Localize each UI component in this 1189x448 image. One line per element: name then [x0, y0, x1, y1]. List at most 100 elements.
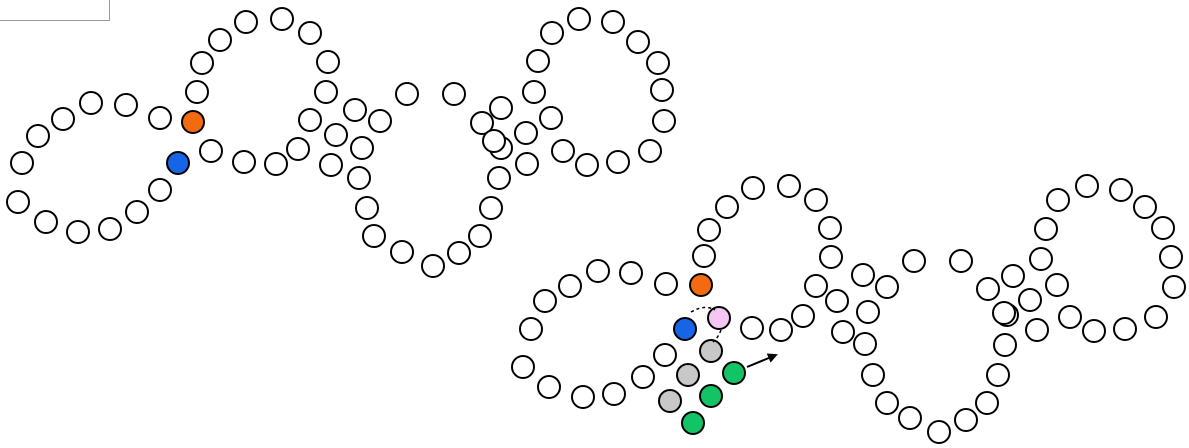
bead — [80, 92, 102, 114]
bead — [819, 217, 841, 239]
bead — [792, 305, 814, 327]
bead — [527, 50, 549, 72]
bead — [857, 301, 879, 323]
bead — [587, 260, 609, 282]
bead — [299, 109, 321, 131]
bead — [778, 175, 800, 197]
pink-bead — [708, 307, 730, 329]
bead — [651, 79, 673, 101]
bead — [632, 366, 654, 388]
bead — [369, 110, 391, 132]
bead — [356, 197, 378, 219]
bead — [448, 242, 470, 264]
bead — [200, 140, 222, 162]
bead — [976, 392, 998, 414]
bead — [742, 177, 764, 199]
bead — [620, 262, 642, 284]
bead — [572, 386, 594, 408]
bead — [396, 83, 418, 105]
bead — [603, 383, 625, 405]
bead — [876, 392, 898, 414]
bead — [647, 52, 669, 74]
bead — [627, 31, 649, 53]
bead — [876, 276, 898, 298]
bead — [653, 110, 675, 132]
gray-bead — [700, 340, 722, 362]
bead — [299, 22, 321, 44]
bead — [903, 250, 925, 272]
bead — [899, 407, 921, 429]
bead — [540, 107, 562, 129]
bead — [655, 273, 677, 295]
bead — [852, 264, 874, 286]
bead — [1110, 179, 1132, 201]
bead — [488, 167, 510, 189]
panel-before — [7, 8, 675, 277]
bead — [317, 51, 339, 73]
bead — [512, 356, 534, 378]
bead — [35, 211, 57, 233]
bead — [315, 81, 337, 103]
bead — [1026, 319, 1048, 341]
bead — [320, 154, 342, 176]
bead — [348, 167, 370, 189]
bead — [534, 290, 556, 312]
bead — [490, 97, 512, 119]
bead — [186, 81, 208, 103]
bead — [469, 225, 491, 247]
bead — [1134, 196, 1156, 218]
bead — [126, 201, 148, 223]
bead — [862, 364, 884, 386]
bead — [538, 376, 560, 398]
bead — [559, 275, 581, 297]
bead — [287, 138, 309, 160]
bead — [654, 344, 676, 366]
bead — [602, 11, 624, 33]
bead — [741, 317, 763, 339]
bead — [977, 278, 999, 300]
blue-bead — [167, 152, 189, 174]
bead — [27, 125, 49, 147]
bead — [1030, 248, 1052, 270]
gray-bead — [677, 364, 699, 386]
green-bead — [682, 412, 704, 434]
bead — [351, 137, 373, 159]
bead — [516, 153, 538, 175]
bead — [928, 421, 950, 443]
bead — [541, 22, 563, 44]
bead — [576, 154, 598, 176]
bead — [67, 221, 89, 243]
bead — [480, 197, 502, 219]
bead — [149, 179, 171, 201]
bead — [1145, 306, 1167, 328]
bead — [1152, 217, 1174, 239]
bead — [209, 29, 231, 51]
bead — [1163, 276, 1185, 298]
bead — [7, 191, 29, 213]
bead — [950, 250, 972, 272]
bead — [422, 255, 444, 277]
bead — [149, 107, 171, 129]
bead — [11, 152, 33, 174]
bead — [552, 140, 574, 162]
bead — [344, 99, 366, 121]
bead — [1035, 218, 1057, 240]
bead — [191, 52, 213, 74]
bead — [443, 83, 465, 105]
orange-bead — [182, 111, 204, 133]
bead — [805, 275, 827, 297]
bead — [363, 225, 385, 247]
bead — [483, 130, 505, 152]
bead — [693, 245, 715, 267]
bead — [1047, 189, 1069, 211]
bead — [639, 140, 661, 162]
green-bead — [723, 362, 745, 384]
bead — [52, 108, 74, 130]
bead — [391, 241, 413, 263]
bead — [1046, 274, 1068, 296]
bead — [1083, 320, 1105, 342]
bead — [993, 302, 1015, 324]
bead — [955, 409, 977, 431]
gray-bead — [659, 390, 681, 412]
